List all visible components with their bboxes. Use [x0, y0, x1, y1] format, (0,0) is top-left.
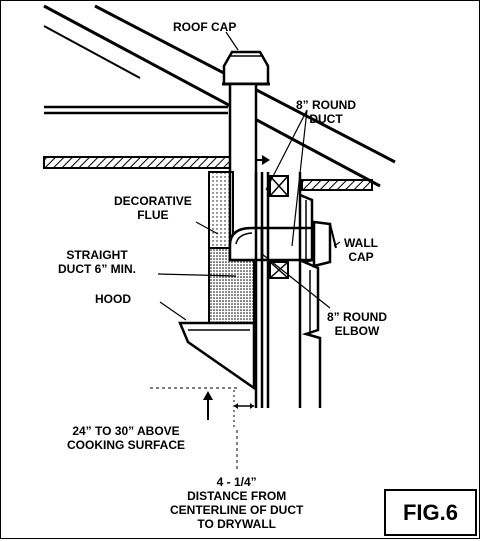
label-roof-cap: ROOF CAP	[173, 20, 237, 34]
exterior-wall	[254, 172, 322, 408]
label-round-elbow: 8” ROUND ELBOW	[327, 310, 388, 338]
label-hood: HOOD	[95, 292, 131, 306]
label-straight-duct: STRAIGHT DUCT 6” MIN.	[58, 248, 136, 276]
dimension-lines	[150, 387, 254, 472]
label-above-cooking: 24” TO 30” ABOVE COOKING SURFACE	[67, 424, 186, 452]
leader-lines	[157, 31, 341, 321]
label-decorative-flue: DECORATIVE FLUE	[114, 194, 192, 222]
wall-cap	[312, 220, 337, 268]
label-distance-to-drywall: 4 - 1/4” DISTANCE FROM CENTERLINE OF DUC…	[170, 475, 304, 531]
label-round-duct: 8” ROUND DUCT	[296, 98, 357, 126]
figure-label-box: FIG.6	[384, 489, 477, 536]
figure-label: FIG.6	[402, 499, 458, 525]
label-wall-cap: WALL CAP	[344, 236, 378, 264]
hood	[178, 321, 256, 391]
roof-cap	[222, 50, 270, 86]
round-elbow	[228, 226, 264, 262]
